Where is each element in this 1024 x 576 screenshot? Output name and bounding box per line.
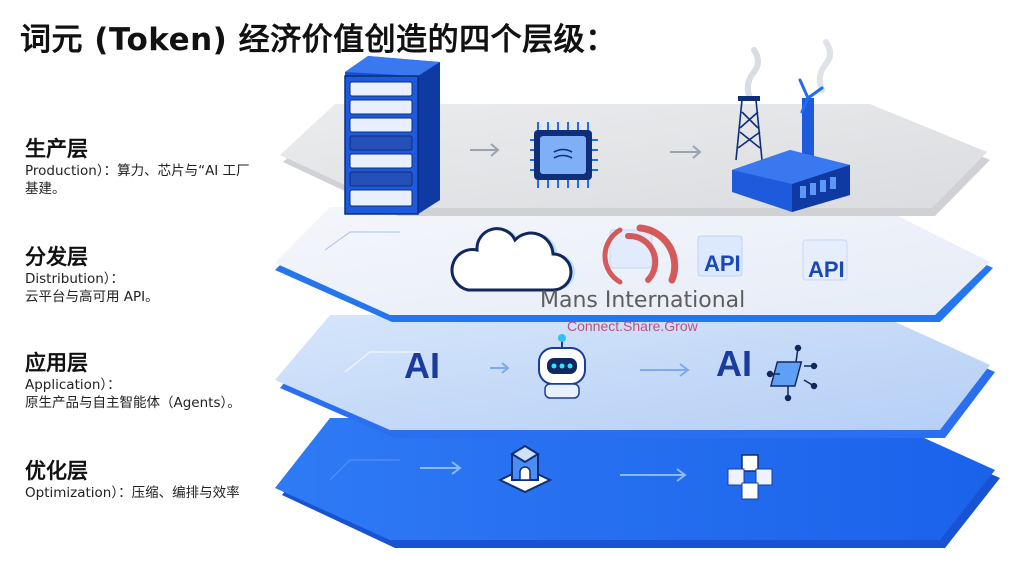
layer-heading: 生产层 [25,137,88,161]
ai-text-icon: AI [716,343,752,384]
layer-label-optimization: 优化层 Optimization）：压缩、编排与效率 [25,458,275,502]
layer-description: Production）：算力、芯片与“AI 工厂 [25,163,250,179]
ai-factory-icon [732,39,850,212]
layer-description-cont: 云平台与高可用 API。 [25,289,159,305]
robot-agent-icon [538,334,586,399]
watermark-tagline: Connect.Share.Grow [567,318,698,334]
arrow-right-icon [620,468,687,482]
arrow-right-icon [490,362,510,374]
layer-description: Distribution）： [25,271,125,287]
layer-heading: 优化层 [25,459,88,483]
watermark-logo-icon [602,224,679,285]
layer-label-production: 生产层 Production）：算力、芯片与“AI 工厂 基建。 [25,136,275,198]
svg-text:API: API [704,251,741,276]
ai-text-icon: AI [404,345,440,386]
cloud-icon [450,227,575,292]
layer-description: Application）： [25,377,121,393]
layer-heading: 应用层 [25,351,88,375]
watermark-text: Mans International [540,288,746,313]
api-box-icon: API [802,239,848,282]
layer-description: Optimization）：压缩、编排与效率 [25,485,240,501]
layer-application: AI AI [275,315,995,438]
layer-production [280,39,990,216]
arrow-right-icon [670,145,702,159]
layer-distribution: API API [275,207,993,322]
layer-label-distribution: 分发层 Distribution）： 云平台与高可用 API。 [25,244,275,306]
layer-label-application: 应用层 Application）： 原生产品与自主智能体（Agents）。 [25,350,275,412]
compression-icon [497,444,553,494]
api-box-icon: API [697,235,743,277]
layer-optimization [275,418,1000,548]
server-rack-icon [344,56,440,215]
chip-icon [530,122,598,188]
layer-description-cont: 基建。 [25,181,66,197]
svg-text:API: API [808,257,845,282]
cubes-icon [727,454,773,500]
ai-network-icon [766,344,818,402]
layer-description-cont: 原生产品与自主智能体（Agents）。 [25,395,241,411]
arrow-right-icon [470,143,500,157]
arrow-right-icon [420,461,462,475]
page-title: 词元 (Token) 经济价值创造的四个层级： [20,22,617,58]
arrow-right-icon [640,363,690,377]
layer-heading: 分发层 [25,245,88,269]
